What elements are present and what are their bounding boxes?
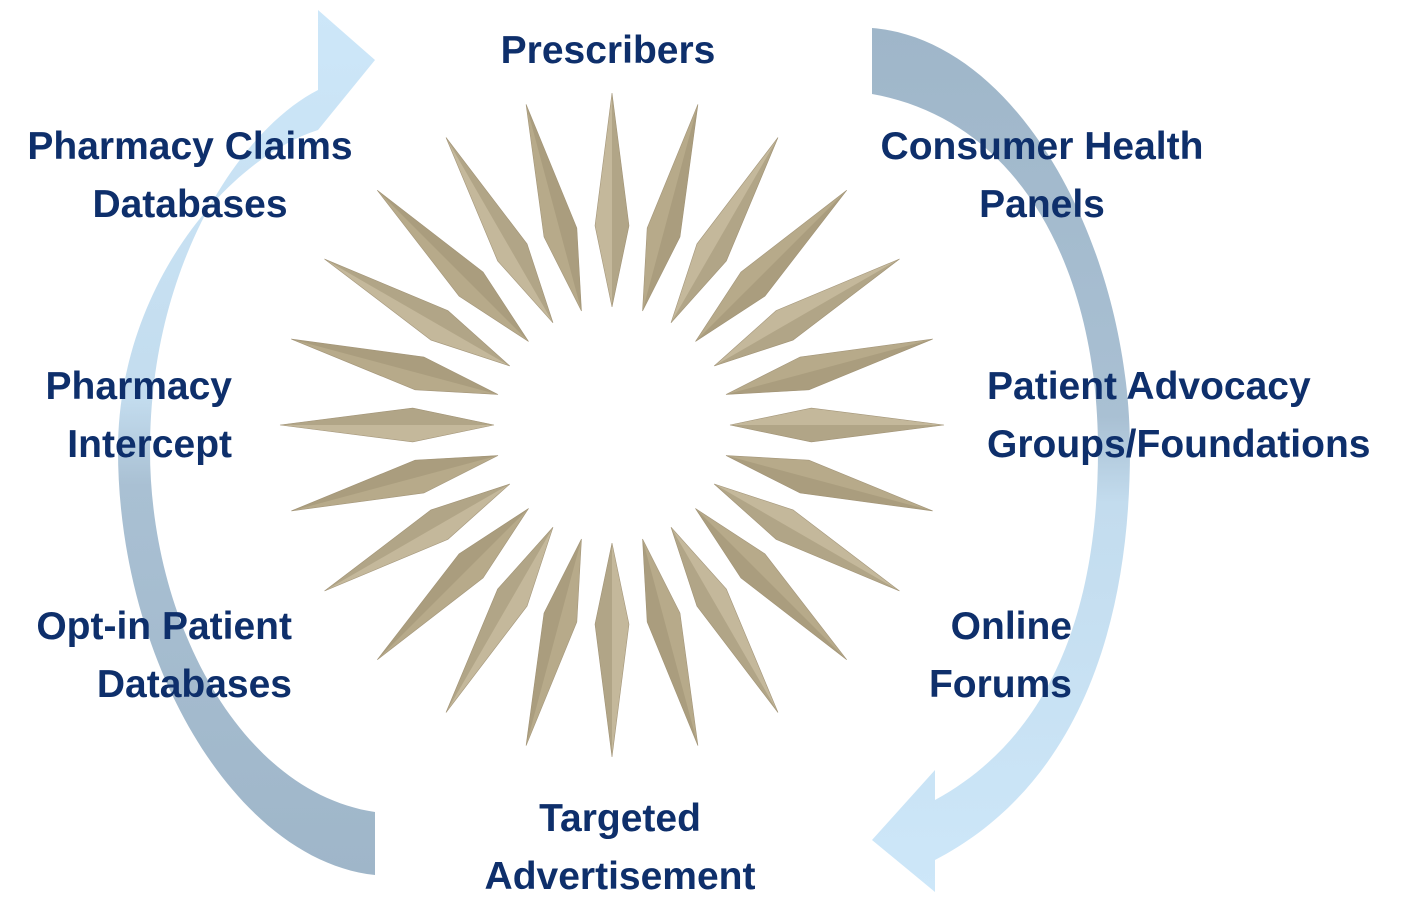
- starburst-ray-shade: [725, 455, 933, 511]
- starburst-ray: [377, 190, 529, 342]
- starburst-ray: [291, 455, 499, 512]
- label-line: Databases: [92, 183, 288, 226]
- starburst-ray: [695, 508, 847, 660]
- starburst-ray-shade: [695, 508, 847, 660]
- label-line: Pharmacy: [45, 365, 232, 408]
- starburst-ray-shade: [280, 408, 494, 425]
- starburst-ray-shade: [526, 104, 582, 312]
- starburst-ray: [377, 508, 529, 660]
- starburst-ray: [445, 137, 554, 324]
- starburst-ray: [695, 190, 847, 342]
- label-line: Patient Advocacy: [987, 365, 1311, 408]
- label-opt-in-patient-databases: Opt-in Patient Databases: [4, 598, 292, 714]
- left-cycle-arrow: [118, 10, 375, 875]
- starburst-ray: [713, 483, 900, 592]
- label-line: Online: [950, 605, 1072, 648]
- starburst-ray: [642, 104, 699, 312]
- starburst-ray: [324, 258, 511, 367]
- starburst-ray: [729, 407, 945, 443]
- starburst-ray-shade: [526, 538, 582, 746]
- starburst-ray-shade: [725, 339, 933, 395]
- label-line: Panels: [979, 183, 1105, 226]
- label-line: Consumer Health: [880, 125, 1204, 168]
- starburst-ray-shade: [714, 259, 900, 366]
- starburst-ray-shade: [642, 104, 698, 312]
- starburst-ray: [525, 538, 582, 746]
- starburst-ray-shade: [291, 339, 499, 395]
- starburst-ray: [670, 137, 779, 324]
- starburst-ray-shade: [377, 190, 529, 342]
- label-line: Groups/Foundations: [987, 423, 1371, 466]
- starburst-ray-shade: [612, 93, 629, 307]
- label-prescribers: Prescribers: [500, 29, 716, 72]
- label-pharmacy-intercept: Pharmacy Intercept: [10, 358, 232, 474]
- starburst-ray: [291, 338, 499, 395]
- starburst-ray-shade: [324, 484, 510, 591]
- starburst-ray-shade: [695, 190, 847, 342]
- starburst-ray-shade: [446, 527, 553, 713]
- label-line: Targeted: [539, 797, 701, 840]
- starburst-ray-shade: [671, 137, 778, 323]
- starburst-ray-shade: [291, 455, 499, 511]
- label-line: Intercept: [67, 423, 232, 466]
- starburst-ray: [445, 526, 554, 713]
- starburst-ray: [324, 483, 511, 592]
- starburst-ray-shade: [642, 538, 698, 746]
- starburst-ray: [725, 338, 933, 395]
- label-line: Databases: [96, 663, 292, 706]
- starburst-ray: [525, 104, 582, 312]
- label-patient-advocacy-groups: Patient Advocacy Groups/Foundations: [987, 358, 1397, 474]
- label-line: Opt-in Patient: [36, 605, 292, 648]
- starburst-ray: [713, 258, 900, 367]
- starburst-ray-shade: [324, 259, 510, 366]
- label-line: Advertisement: [484, 855, 756, 898]
- label-pharmacy-claims-databases: Pharmacy Claims Databases: [10, 118, 370, 234]
- starburst-ray: [642, 538, 699, 746]
- starburst-ray: [594, 542, 630, 758]
- right-cycle-arrow: [872, 28, 1130, 892]
- starburst-ray-shade: [446, 137, 553, 323]
- starburst-ray: [594, 92, 630, 308]
- label-line: Pharmacy Claims: [27, 125, 353, 168]
- starburst-ray-shade: [595, 543, 612, 757]
- label-targeted-advertisement: Targeted Advertisement: [420, 790, 820, 906]
- starburst-ray-shade: [730, 425, 944, 442]
- starburst-ray: [279, 407, 495, 443]
- starburst-ray: [670, 526, 779, 713]
- label-consumer-health-panels: Consumer Health Panels: [862, 118, 1222, 234]
- label-online-forums: Online Forums: [880, 598, 1072, 714]
- starburst-graphic: [279, 92, 945, 758]
- starburst-ray-shade: [377, 508, 529, 660]
- starburst-ray-shade: [714, 484, 900, 591]
- starburst-ray-shade: [671, 527, 778, 713]
- label-line: Forums: [928, 663, 1072, 706]
- starburst-ray: [725, 455, 933, 512]
